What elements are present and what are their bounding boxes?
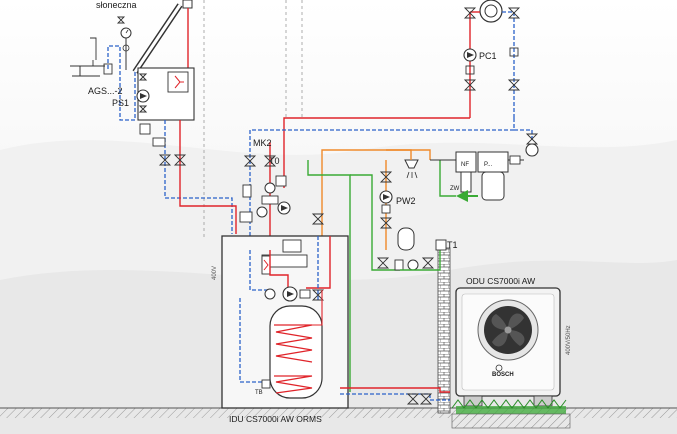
expansion-vessel-icon <box>525 143 539 157</box>
odu-label: ODU CS7000i AW <box>466 276 535 286</box>
mk2-label: MK2 <box>253 138 272 148</box>
ags-label: AGS...-2 <box>88 86 123 96</box>
cold-water-arrow <box>456 190 468 202</box>
tank-coil-upper <box>274 324 313 363</box>
idu-power-label: 400V <box>212 266 218 280</box>
zw-label: ZW <box>450 186 460 192</box>
pw2-label: PW2 <box>396 196 416 206</box>
solar-label: słoneczna <box>96 0 137 10</box>
valve-icon <box>173 154 187 166</box>
valve-icon <box>138 105 148 113</box>
expansion-vessel-icon <box>397 227 415 251</box>
valve-icon <box>138 73 148 81</box>
p-label: P... <box>484 162 493 168</box>
valve-icon <box>158 154 172 166</box>
filter-p-box <box>477 151 509 173</box>
idu-label: IDU CS7000i AW ORMS <box>229 414 322 424</box>
t0-label: T0 <box>269 156 280 166</box>
ps1-label: PS1 <box>112 98 129 108</box>
bosch-logo-text: BOSCH <box>492 372 514 378</box>
t1-label: T1 <box>447 240 458 250</box>
dhw-tank <box>269 305 323 399</box>
nf-label: NF <box>461 162 469 168</box>
pc1-label: PC1 <box>479 51 497 61</box>
ground-grass <box>456 406 566 414</box>
tb-label: TB <box>255 390 263 396</box>
odu-power-label: 400V/50Hz <box>566 325 572 355</box>
foundation <box>451 413 571 429</box>
tank-coil-lower <box>274 375 313 394</box>
ground-hatch <box>0 408 677 418</box>
